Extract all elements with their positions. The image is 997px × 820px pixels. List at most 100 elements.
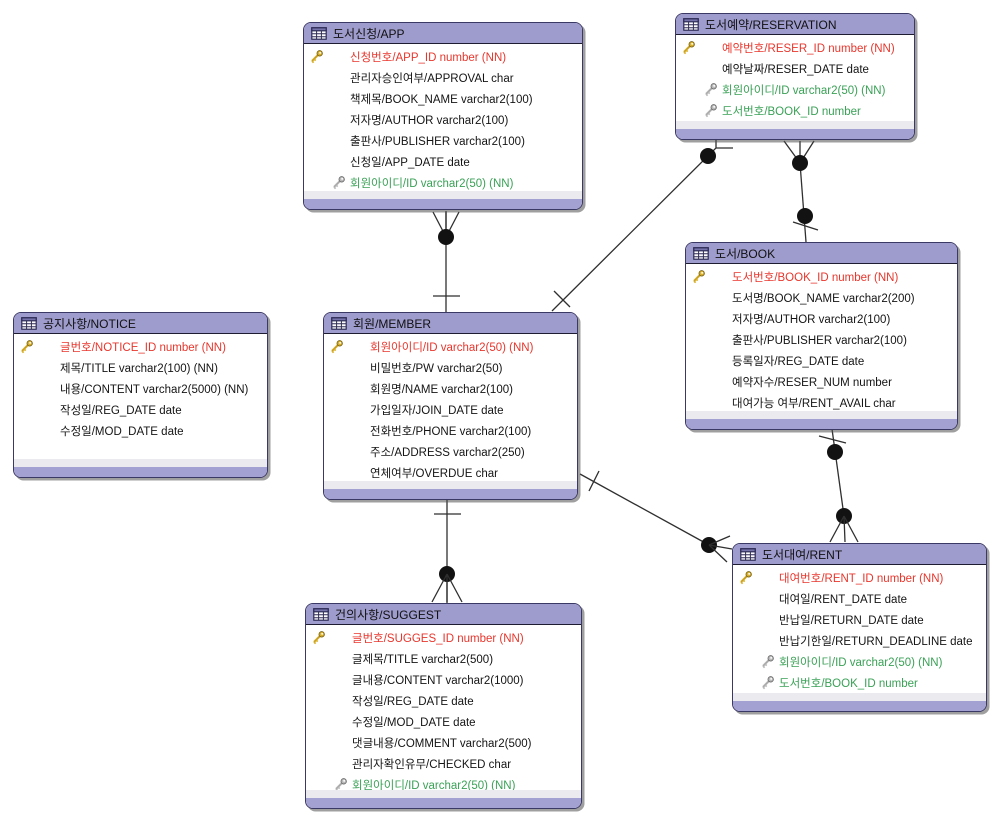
relationship-app-member[interactable] xyxy=(432,211,460,312)
table-empty-strip xyxy=(14,459,267,467)
column-row[interactable]: 글번호/SUGGES_ID number (NN) xyxy=(306,627,581,648)
column-row[interactable]: 회원아이디/ID varchar2(50) (NN) xyxy=(306,774,581,790)
column-row[interactable]: 댓글내용/COMMENT varchar2(500) xyxy=(306,732,581,753)
entity-table-notice[interactable]: 공지사항/NOTICE 글번호/NOTICE_ID number (NN)제목/… xyxy=(13,312,268,478)
table-title: 공지사항/NOTICE xyxy=(43,316,136,331)
column-row[interactable]: 반납기한일/RETURN_DEADLINE date xyxy=(733,630,986,651)
entity-table-app[interactable]: 도서신청/APP 신청번호/APP_ID number (NN) 관리자승인여부/… xyxy=(303,22,583,210)
entity-table-book[interactable]: 도서/BOOK 도서번호/BOOK_ID number (NN)도서명/BOOK… xyxy=(685,242,958,430)
key-cell-empty xyxy=(686,392,732,411)
column-row[interactable]: 도서명/BOOK_NAME varchar2(200) xyxy=(686,287,957,308)
column-definition: 책제목/BOOK_NAME varchar2(100) xyxy=(350,93,533,106)
column-row[interactable]: 책제목/BOOK_NAME varchar2(100) xyxy=(304,88,582,109)
entity-table-member[interactable]: 회원/MEMBER 회원아이디/ID varchar2(50) (NN) 비밀번호… xyxy=(323,312,578,500)
column-row[interactable]: 수정일/MOD_DATE date xyxy=(306,711,581,732)
column-row[interactable]: 출판사/PUBLISHER varchar2(100) xyxy=(686,329,957,350)
relationship-member-rent[interactable] xyxy=(579,470,733,563)
primary-key-icon xyxy=(21,340,33,354)
table-title: 회원/MEMBER xyxy=(353,316,432,331)
column-definition: 글내용/CONTENT varchar2(1000) xyxy=(352,674,524,687)
column-row[interactable]: 대여가능 여부/RENT_AVAIL char xyxy=(686,392,957,411)
column-row[interactable]: 회원아이디/ID varchar2(50) (NN) xyxy=(733,651,986,672)
column-row[interactable]: 예약자수/RESER_NUM number xyxy=(686,371,957,392)
column-definition: 관리자확인유무/CHECKED char xyxy=(352,758,512,771)
column-row[interactable]: 도서번호/BOOK_ID number xyxy=(676,100,914,121)
key-cell xyxy=(306,627,352,648)
relationship-reservation-member[interactable] xyxy=(551,140,733,312)
relationship-reservation-book[interactable] xyxy=(783,140,819,243)
column-row[interactable]: 글제목/TITLE varchar2(500) xyxy=(306,648,581,669)
table-icon xyxy=(21,316,37,330)
column-row[interactable]: 도서번호/BOOK_ID number xyxy=(733,672,986,693)
relationship-member-suggest[interactable] xyxy=(431,500,463,603)
column-row[interactable]: 회원명/NAME varchar2(100) xyxy=(324,378,577,399)
column-row[interactable]: 가입일자/JOIN_DATE date xyxy=(324,399,577,420)
column-row[interactable]: 등록일자/REG_DATE date xyxy=(686,350,957,371)
key-cell-empty xyxy=(686,371,732,392)
table-footer-bar xyxy=(304,199,582,209)
table-empty-strip xyxy=(676,121,914,129)
table-empty-strip xyxy=(733,693,986,701)
column-row[interactable]: 예약번호/RESER_ID number (NN) xyxy=(676,37,914,58)
column-row[interactable]: 도서번호/BOOK_ID number (NN) xyxy=(686,266,957,287)
key-cell-empty xyxy=(306,732,352,753)
column-row[interactable]: 글번호/NOTICE_ID number (NN) xyxy=(14,336,267,357)
column-row[interactable]: 주소/ADDRESS varchar2(250) xyxy=(324,441,577,462)
column-row[interactable]: 비밀번호/PW varchar2(50) xyxy=(324,357,577,378)
column-row[interactable]: 회원아이디/ID varchar2(50) (NN) xyxy=(676,79,914,100)
column-row[interactable]: 글내용/CONTENT varchar2(1000) xyxy=(306,669,581,690)
column-row[interactable]: 출판사/PUBLISHER varchar2(100) xyxy=(304,130,582,151)
key-cell-empty xyxy=(686,287,732,308)
key-cell-empty xyxy=(324,441,370,462)
table-columns: 도서번호/BOOK_ID number (NN)도서명/BOOK_NAME va… xyxy=(686,264,957,411)
column-row[interactable]: 회원아이디/ID varchar2(50) (NN) xyxy=(324,336,577,357)
column-row[interactable]: 관리자확인유무/CHECKED char xyxy=(306,753,581,774)
table-grid-icon xyxy=(21,316,37,330)
column-row[interactable]: 예약날짜/RESER_DATE date xyxy=(676,58,914,79)
entity-table-rent[interactable]: 도서대여/RENT 대여번호/RENT_ID number (NN)대여일/RE… xyxy=(732,543,987,712)
column-row[interactable]: 제목/TITLE varchar2(100) (NN) xyxy=(14,357,267,378)
column-definition: 작성일/REG_DATE date xyxy=(352,695,474,708)
column-row[interactable]: 연체여부/OVERDUE char xyxy=(324,462,577,481)
column-row[interactable]: 내용/CONTENT varchar2(5000) (NN) xyxy=(14,378,267,399)
column-row[interactable]: 반납일/RETURN_DATE date xyxy=(733,609,986,630)
column-definition: 회원아이디/ID varchar2(50) (NN) xyxy=(779,656,943,669)
column-definition: 신청번호/APP_ID number (NN) xyxy=(350,51,507,64)
column-row[interactable]: 신청일/APP_DATE date xyxy=(304,151,582,172)
column-row[interactable]: 신청번호/APP_ID number (NN) xyxy=(304,46,582,67)
column-definition: 회원아이디/ID varchar2(50) (NN) xyxy=(370,341,534,354)
table-header[interactable]: 공지사항/NOTICE xyxy=(14,313,267,334)
table-header[interactable]: 도서예약/RESERVATION xyxy=(676,14,914,35)
column-row[interactable]: 회원아이디/ID varchar2(50) (NN) xyxy=(304,172,582,191)
column-row[interactable]: 대여일/RENT_DATE date xyxy=(733,588,986,609)
column-definition: 회원아이디/ID varchar2(50) (NN) xyxy=(722,84,886,97)
entity-table-reservation[interactable]: 도서예약/RESERVATION 예약번호/RESER_ID number (N… xyxy=(675,13,915,140)
primary-key-icon xyxy=(740,571,752,585)
column-row[interactable]: 관리자승인여부/APPROVAL char xyxy=(304,67,582,88)
table-header[interactable]: 도서대여/RENT xyxy=(733,544,986,565)
column-definition: 주소/ADDRESS varchar2(250) xyxy=(370,446,525,459)
key-cell xyxy=(304,46,350,67)
key-cell-empty xyxy=(306,711,352,732)
entity-table-suggest[interactable]: 건의사항/SUGGEST 글번호/SUGGES_ID number (NN)글제… xyxy=(305,603,582,809)
table-empty-strip xyxy=(304,191,582,199)
key-cell xyxy=(733,567,779,588)
column-definition: 회원명/NAME varchar2(100) xyxy=(370,383,513,396)
column-row[interactable]: 작성일/REG_DATE date xyxy=(306,690,581,711)
key-cell-empty xyxy=(733,630,779,651)
column-row[interactable]: 대여번호/RENT_ID number (NN) xyxy=(733,567,986,588)
column-row[interactable]: 전화번호/PHONE varchar2(100) xyxy=(324,420,577,441)
table-header[interactable]: 건의사항/SUGGEST xyxy=(306,604,581,625)
table-header[interactable]: 도서/BOOK xyxy=(686,243,957,264)
table-icon xyxy=(313,607,329,621)
column-row[interactable]: 저자명/AUTHOR varchar2(100) xyxy=(304,109,582,130)
column-row[interactable]: 수정일/MOD_DATE date xyxy=(14,420,267,441)
table-header[interactable]: 도서신청/APP xyxy=(304,23,582,44)
column-row[interactable]: 저자명/AUTHOR varchar2(100) xyxy=(686,308,957,329)
relationship-book-rent[interactable] xyxy=(818,428,859,543)
table-header[interactable]: 회원/MEMBER xyxy=(324,313,577,334)
key-cell-empty xyxy=(14,378,60,399)
table-columns: 글번호/NOTICE_ID number (NN)제목/TITLE varcha… xyxy=(14,334,267,459)
column-row[interactable]: 작성일/REG_DATE date xyxy=(14,399,267,420)
column-definition: 도서번호/BOOK_ID number xyxy=(722,105,861,118)
